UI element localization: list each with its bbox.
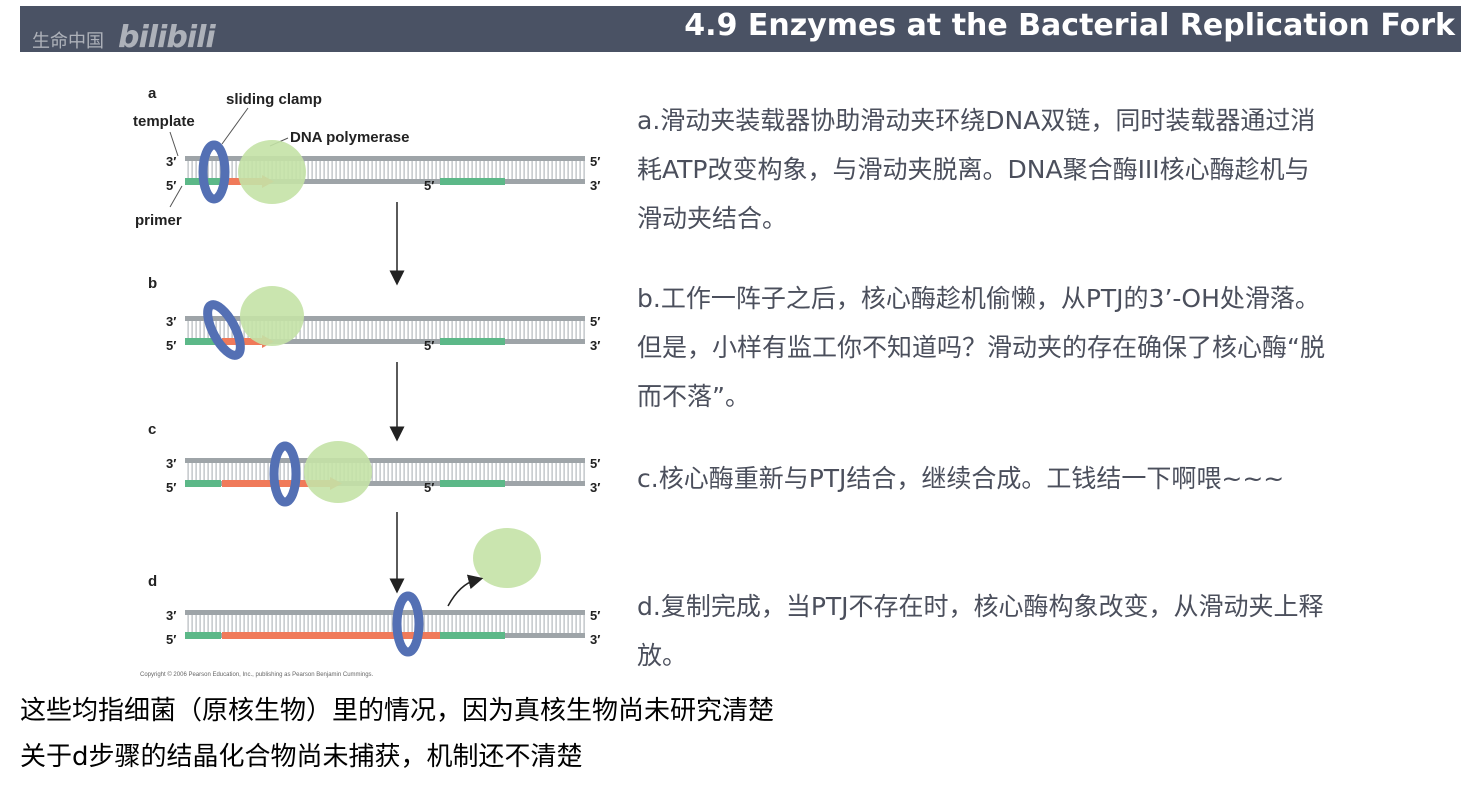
panel-c-letter: c [148, 421, 156, 438]
figure-copyright: Copyright © 2006 Pearson Education, Inc.… [140, 671, 374, 678]
lagging-strand-c [185, 481, 585, 486]
release-arrow-d [447, 574, 484, 607]
lagging-strand-a [185, 179, 585, 184]
sliding-clamp-c [269, 441, 301, 507]
end-5-prime-left-a: 5′ [166, 178, 176, 193]
panel-a-letter: a [148, 85, 157, 102]
sliding-clamp-d [392, 591, 424, 657]
end-3-prime-right-d: 3′ [590, 632, 600, 647]
downstream-5-prime-a: 5′ [424, 178, 434, 193]
caption-note-2: 关于d步骤的结晶化合物尚未捕获，机制还不清楚 [20, 742, 583, 772]
panel-b-description: b.工作一阵子之后，核心酶趁机偷懒，从PTJ的3’-OH处滑落。但是，小样有监工… [637, 284, 1325, 411]
downstream-primer-d [440, 632, 505, 639]
end-3-prime-left-a: 3′ [166, 154, 176, 169]
panel-a: a sliding clamp template DNA polymerase … [133, 85, 600, 229]
slide-title: 4.9 Enzymes at the Bacterial Replication… [684, 8, 1455, 43]
new-strand-d [222, 632, 440, 639]
panel-a-description: a.滑动夹装载器协助滑动夹环绕DNA双链，同时装载器通过消耗ATP改变构象，与滑… [637, 106, 1316, 233]
released-polymerase-d [473, 528, 541, 588]
end-5-prime-left-d: 5′ [166, 632, 176, 647]
end-3-prime-left-d: 3′ [166, 608, 176, 623]
downstream-primer-c [440, 480, 505, 487]
caption-note-1: 这些均指细菌（原核生物）里的情况，因为真核生物尚未研究清楚 [20, 696, 775, 726]
dna-polymerase-c [304, 441, 372, 503]
end-3-prime-right-a: 3′ [590, 178, 600, 193]
end-3-prime-left-b: 3′ [166, 314, 176, 329]
end-3-prime-right-c: 3′ [590, 480, 600, 495]
end-5-prime-left-c: 5′ [166, 480, 176, 495]
panel-c-description: c.核心酶重新与PTJ结合，继续合成。工钱结一下啊喂~~~ [637, 464, 1285, 493]
primer-label: primer [135, 212, 182, 229]
dna-polymerase-label: DNA polymerase [290, 129, 410, 146]
primer-c [185, 480, 221, 487]
end-5-prime-right-c: 5′ [590, 456, 600, 471]
primer-pointer-line [169, 185, 183, 208]
bilibili-logo: bilibili [118, 20, 216, 52]
downstream-primer-a [440, 178, 505, 185]
replication-fork-figure: a sliding clamp template DNA polymerase … [133, 85, 600, 678]
panel-d: d 3′ 5′ 5′ 3′ [148, 528, 600, 657]
template-strand-c [185, 458, 585, 463]
end-5-prime-left-b: 5′ [166, 338, 176, 353]
dna-polymerase-b [240, 286, 304, 346]
downstream-5-prime-c: 5′ [424, 480, 434, 495]
panel-b-letter: b [148, 275, 157, 292]
panel-b: b 3′ 5′ 5′ 3′ 5′ [148, 275, 600, 360]
clamp-pointer-line [221, 107, 249, 145]
lagging-strand-b [185, 339, 585, 344]
end-5-prime-right-b: 5′ [590, 314, 600, 329]
dna-polymerase-a [238, 140, 306, 204]
panel-c: c 3′ 5′ 5′ 3′ 5′ [148, 421, 600, 507]
slide-header: 生命中国 bilibili 4.9 Enzymes at the Bacteria… [20, 6, 1461, 52]
end-5-prime-right-a: 5′ [590, 154, 600, 169]
watermark-text: 生命中国 [32, 31, 104, 52]
sliding-clamp-label: sliding clamp [226, 91, 322, 108]
downstream-5-prime-b: 5′ [424, 338, 434, 353]
template-strand-a [185, 156, 585, 161]
end-5-prime-right-d: 5′ [590, 608, 600, 623]
end-3-prime-left-c: 3′ [166, 456, 176, 471]
template-strand-d [185, 610, 585, 615]
template-label: template [133, 113, 195, 130]
primer-d [185, 632, 221, 639]
primer-b [185, 338, 221, 345]
downstream-primer-b [440, 338, 505, 345]
template-pointer-line [169, 131, 179, 157]
sliding-clamp-a [198, 140, 230, 204]
slide-body: a sliding clamp template DNA polymerase … [20, 52, 1461, 682]
video-watermark: 生命中国 bilibili [32, 20, 216, 52]
template-strand-b [185, 316, 585, 321]
sliding-clamp-b [203, 300, 245, 360]
end-3-prime-right-b: 3′ [590, 338, 600, 353]
panel-d-letter: d [148, 573, 157, 590]
caption-notes: 这些均指细菌（原核生物）里的情况，因为真核生物尚未研究清楚 关于d步骤的结晶化合… [20, 688, 774, 780]
panel-d-description: d.复制完成，当PTJ不存在时，核心酶构象改变，从滑动夹上释放。 [637, 592, 1324, 670]
